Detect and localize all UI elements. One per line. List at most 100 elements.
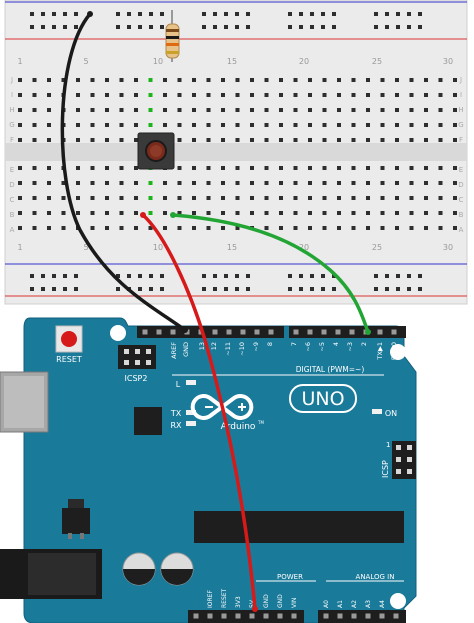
- breadboard-hole: [279, 181, 283, 185]
- row-letter: B: [10, 211, 15, 219]
- breadboard-hole: [90, 166, 95, 170]
- resistor-band-2: [166, 36, 179, 39]
- breadboard-hole: [127, 12, 131, 16]
- breadboard-hole: [453, 166, 457, 170]
- breadboard-hole: [138, 287, 142, 291]
- breadboard-hole: [160, 287, 164, 291]
- pin-label-9: ~9: [252, 342, 260, 352]
- breadboard-hole: [264, 108, 269, 112]
- breadboard-hole: [322, 166, 327, 170]
- breadboard-hole: [105, 226, 109, 230]
- breadboard-hole: [74, 12, 78, 16]
- center-channel: [5, 143, 467, 161]
- breadboard-hole: [332, 25, 336, 29]
- breadboard-hole: [310, 12, 314, 16]
- infinity-icon: [190, 394, 254, 420]
- breadboard-hole: [293, 78, 298, 82]
- usb-connector-face: [4, 376, 44, 428]
- breadboard-hole: [206, 123, 211, 127]
- breadboard-hole: [293, 123, 298, 127]
- breadboard-hole: [148, 108, 153, 112]
- usb-chip: [134, 407, 162, 435]
- led-tx: [186, 410, 196, 415]
- breadboard-hole: [90, 93, 95, 97]
- breadboard-hole: [63, 274, 67, 278]
- breadboard-hole: [202, 287, 206, 291]
- breadboard-hole: [192, 226, 196, 230]
- reset-button[interactable]: [55, 325, 83, 353]
- pin-label-reset: RESET: [221, 588, 228, 608]
- header-pin: [193, 613, 199, 619]
- dc-jack-face: [28, 553, 96, 595]
- regulator-tab: [68, 499, 84, 509]
- breadboard-hole: [116, 287, 120, 291]
- breadboard-hole: [380, 181, 385, 185]
- breadboard-hole: [127, 274, 131, 278]
- breadboard-hole: [395, 211, 399, 215]
- breadboard-hole: [395, 93, 399, 97]
- breadboard-hole: [138, 25, 142, 29]
- breadboard-hole: [235, 78, 240, 82]
- power-header: [188, 610, 406, 623]
- breadboard-hole: [288, 12, 292, 16]
- breadboard-hole: [206, 211, 211, 215]
- pin-label-aref: AREF: [170, 342, 178, 359]
- col-number: 1: [17, 57, 22, 66]
- breadboard-hole: [90, 123, 95, 127]
- header-pin: [407, 469, 412, 474]
- breadboard-hole: [177, 211, 182, 215]
- pin-label-tx1: TX▶1: [376, 342, 384, 361]
- breadboard-hole: [310, 287, 314, 291]
- breadboard-hole: [163, 123, 167, 127]
- wire-end: [365, 329, 371, 335]
- breadboard-hole: [177, 138, 182, 142]
- reset-button-cap[interactable]: [61, 331, 77, 347]
- row-letter: B: [459, 211, 464, 219]
- breadboard-hole: [308, 211, 312, 215]
- breadboard-hole: [192, 78, 196, 82]
- breadboard-hole: [250, 211, 254, 215]
- row-letter: I: [460, 91, 462, 99]
- breadboard-hole: [385, 274, 389, 278]
- breadboard-hole: [192, 108, 196, 112]
- breadboard-hole: [149, 274, 153, 278]
- breadboard-hole: [366, 78, 370, 82]
- breadboard-hole: [105, 93, 109, 97]
- breadboard-hole: [148, 93, 153, 97]
- resistor-body: [165, 23, 180, 59]
- icsp-header-body: [392, 441, 416, 479]
- row-letters: J I H G F E D C B A J I H G F E D C B A: [9, 76, 463, 234]
- breadboard-hole: [250, 196, 254, 200]
- breadboard-hole: [202, 12, 206, 16]
- led-on: [372, 409, 382, 414]
- icsp2-header: [118, 345, 156, 369]
- regulator-leg: [68, 533, 72, 539]
- breadboard-hole: [409, 138, 414, 142]
- breadboard-hole: [453, 211, 457, 215]
- breadboard-hole: [221, 196, 225, 200]
- breadboard-hole: [396, 12, 400, 16]
- header-pin: [291, 613, 297, 619]
- breadboard-hole: [90, 78, 95, 82]
- breadboard-hole: [74, 287, 78, 291]
- breadboard-hole: [418, 287, 422, 291]
- breadboard-hole: [192, 181, 196, 185]
- breadboard-hole: [351, 123, 356, 127]
- push-button[interactable]: [137, 132, 175, 170]
- wire-end: [87, 11, 93, 17]
- breadboard-hole: [90, 181, 95, 185]
- on-label: ON: [385, 409, 397, 418]
- breadboard-hole: [310, 25, 314, 29]
- breadboard-hole: [149, 25, 153, 29]
- breadboard-hole: [337, 181, 341, 185]
- breadboard-hole: [235, 93, 240, 97]
- header-pin: [268, 329, 274, 335]
- header-pin: [207, 613, 213, 619]
- pin-label-a3: A3: [365, 600, 372, 608]
- breadboard-hole: [293, 181, 298, 185]
- breadboard-hole: [424, 138, 428, 142]
- col-number: 10: [153, 243, 163, 252]
- breadboard-hole: [119, 108, 124, 112]
- breadboard-hole: [250, 181, 254, 185]
- breadboard-hole: [119, 123, 124, 127]
